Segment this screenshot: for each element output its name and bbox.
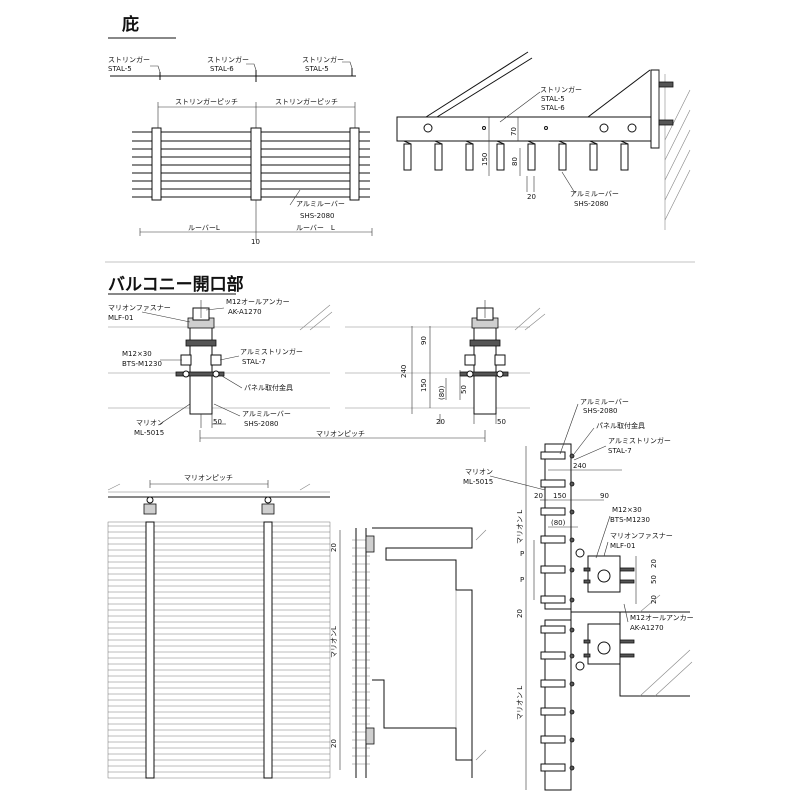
stal5-label-3: STAL-5 xyxy=(541,95,565,103)
stringer-label-3: ストリンガー xyxy=(302,55,344,64)
dim-20-right-top: 20 xyxy=(534,492,543,500)
stal5-label-2: STAL-5 xyxy=(305,65,329,73)
dim-80p-right: (80) xyxy=(551,519,566,527)
dim-80: 80 xyxy=(511,157,519,166)
stringer-pitch-1: ストリンガーピッチ xyxy=(175,97,238,106)
louver-l-label-1: ルーバーL xyxy=(188,224,220,232)
mlf01-label-2: MLF-01 xyxy=(610,542,635,550)
al-stringer-label-2: アルミストリンガー xyxy=(608,436,671,445)
dim-90-right: 90 xyxy=(600,492,609,500)
stringer-pitch-2: ストリンガーピッチ xyxy=(275,97,338,106)
dim-20-r1: 20 xyxy=(650,559,658,568)
mullion-l2-label-1: マリオン L xyxy=(516,510,524,544)
mlf01-label-1: MLF-01 xyxy=(108,314,133,322)
dim-50-b2: 50 xyxy=(497,418,506,426)
dim-50-a: 50 xyxy=(213,418,222,426)
dim-80p-b: (80) xyxy=(438,385,446,400)
shs2080-label-1: SHS-2080 xyxy=(300,212,335,220)
mullion-side-elevation: 20 マリオンL 20 xyxy=(330,527,487,778)
mullion-detail-right: 240 20 150 90 (80) マリオン L 20 マリオン L P P … xyxy=(463,398,694,791)
mullion-l-label-1: マリオンL xyxy=(330,626,338,658)
dim-20-mid-bot: 20 xyxy=(330,739,338,748)
louver-panel-elevation xyxy=(107,521,331,779)
dim-150-b: 150 xyxy=(420,379,428,392)
dim-10: 10 xyxy=(251,238,260,246)
dim-20-right-mid: 20 xyxy=(516,609,524,618)
mullion-section-b: 240 90 150 (80) 50 20 50 xyxy=(400,300,509,426)
mullion-fastener-label-2: マリオンファスナー xyxy=(610,532,673,540)
stringer-label-1: ストリンガー xyxy=(108,55,150,64)
stal7-label-2: STAL-7 xyxy=(608,447,632,455)
mullion-label-1: マリオン xyxy=(136,419,164,427)
mullion-pitch-label-2: マリオンピッチ xyxy=(184,474,233,482)
stal5-label-1: STAL-5 xyxy=(108,65,132,73)
bts-m1230-label-2: BTS-M1230 xyxy=(610,516,650,524)
mullion-pitch-dim: マリオンピッチ xyxy=(199,430,486,442)
stringer-pitch-dim: ストリンガーピッチ ストリンガーピッチ xyxy=(157,97,356,128)
eaves-bracket-section: 70 150 80 20 ストリンガー STAL-5 STAL-6 アルミルーバ… xyxy=(396,51,691,230)
dim-20-b: 20 xyxy=(436,418,445,426)
ml5015-label-2: ML-5015 xyxy=(463,478,493,486)
dim-20-mid-top: 20 xyxy=(330,543,338,552)
al-stringer-label-1: アルミストリンガー xyxy=(240,347,303,356)
al-louver-label-3: アルミルーバー xyxy=(242,410,291,418)
m12x30-label-1: M12×30 xyxy=(122,350,152,358)
balcony-title: バルコニー開口部 xyxy=(108,274,244,295)
panel-bracket-label-2: パネル取付金具 xyxy=(596,421,645,430)
dim-150-right: 150 xyxy=(553,492,566,500)
dim-20-r2: 20 xyxy=(650,595,658,604)
al-louver-label-4: アルミルーバー xyxy=(580,398,629,406)
dim-90-b: 90 xyxy=(420,336,428,345)
dim-20-eaves: 20 xyxy=(527,193,536,201)
mullion-l2-label-2: マリオン L xyxy=(516,686,524,720)
dim-50-r: 50 xyxy=(650,575,658,584)
shs2080-label-3: SHS-2080 xyxy=(244,420,279,428)
dim-240-b: 240 xyxy=(400,365,408,378)
louver-l-label-2: ルーバー L xyxy=(296,224,335,232)
louver-length-dim: ルーバーL ルーバー L 10 xyxy=(139,224,373,246)
panel-bracket-label-1: パネル取付金具 xyxy=(244,383,293,392)
stal6-label-2: STAL-6 xyxy=(541,104,565,112)
shs2080-label-4: SHS-2080 xyxy=(583,407,618,415)
dim-70: 70 xyxy=(510,127,518,136)
p-label-2: P xyxy=(520,576,524,584)
eaves-title: 庇 xyxy=(122,14,139,35)
al-louver-label-2: アルミルーバー xyxy=(570,190,619,198)
stringer-label-4: ストリンガー xyxy=(540,85,582,94)
ml5015-label-1: ML-5015 xyxy=(134,429,164,437)
m12x30-label-2: M12×30 xyxy=(612,506,642,514)
al-louver-label-1: アルミルーバー xyxy=(296,200,345,208)
mullion-plan-strip: マリオンピッチ xyxy=(107,474,330,515)
dim-150: 150 xyxy=(481,153,489,166)
m12-anchor-label-1: M12オールアンカー xyxy=(226,298,290,306)
stringer-label-2: ストリンガー xyxy=(207,55,249,64)
shs2080-label-2: SHS-2080 xyxy=(574,200,609,208)
stringer-plan: ストリンガー STAL-5 ストリンガー STAL-6 ストリンガー STAL-… xyxy=(108,55,356,82)
balcony-section: バルコニー開口部 50 マリオン xyxy=(107,274,694,791)
ak-a1270-label-1: AK-A1270 xyxy=(228,308,262,316)
m12-anchor-label-2: M12オールアンカー xyxy=(630,614,694,622)
louver-elevation: アルミルーバー SHS-2080 xyxy=(132,127,370,240)
ak-a1270-label-2: AK-A1270 xyxy=(630,624,664,632)
p-label-1: P xyxy=(520,550,524,558)
mullion-section-a: 50 xyxy=(175,300,226,428)
dim-50-b1: 50 xyxy=(460,385,468,394)
mullion-fastener-label-1: マリオンファスナー xyxy=(108,304,171,312)
dim-240-right: 240 xyxy=(573,462,586,470)
eaves-section: 庇 ストリンガー STAL-5 ストリンガー STAL-6 ストリンガー STA… xyxy=(108,14,691,246)
mullion-pitch-label-1: マリオンピッチ xyxy=(316,430,365,438)
bts-m1230-label-1: BTS-M1230 xyxy=(122,360,162,368)
stal6-label-1: STAL-6 xyxy=(210,65,234,73)
mullion-label-2: マリオン xyxy=(465,468,493,476)
stal7-label-1: STAL-7 xyxy=(242,358,266,366)
